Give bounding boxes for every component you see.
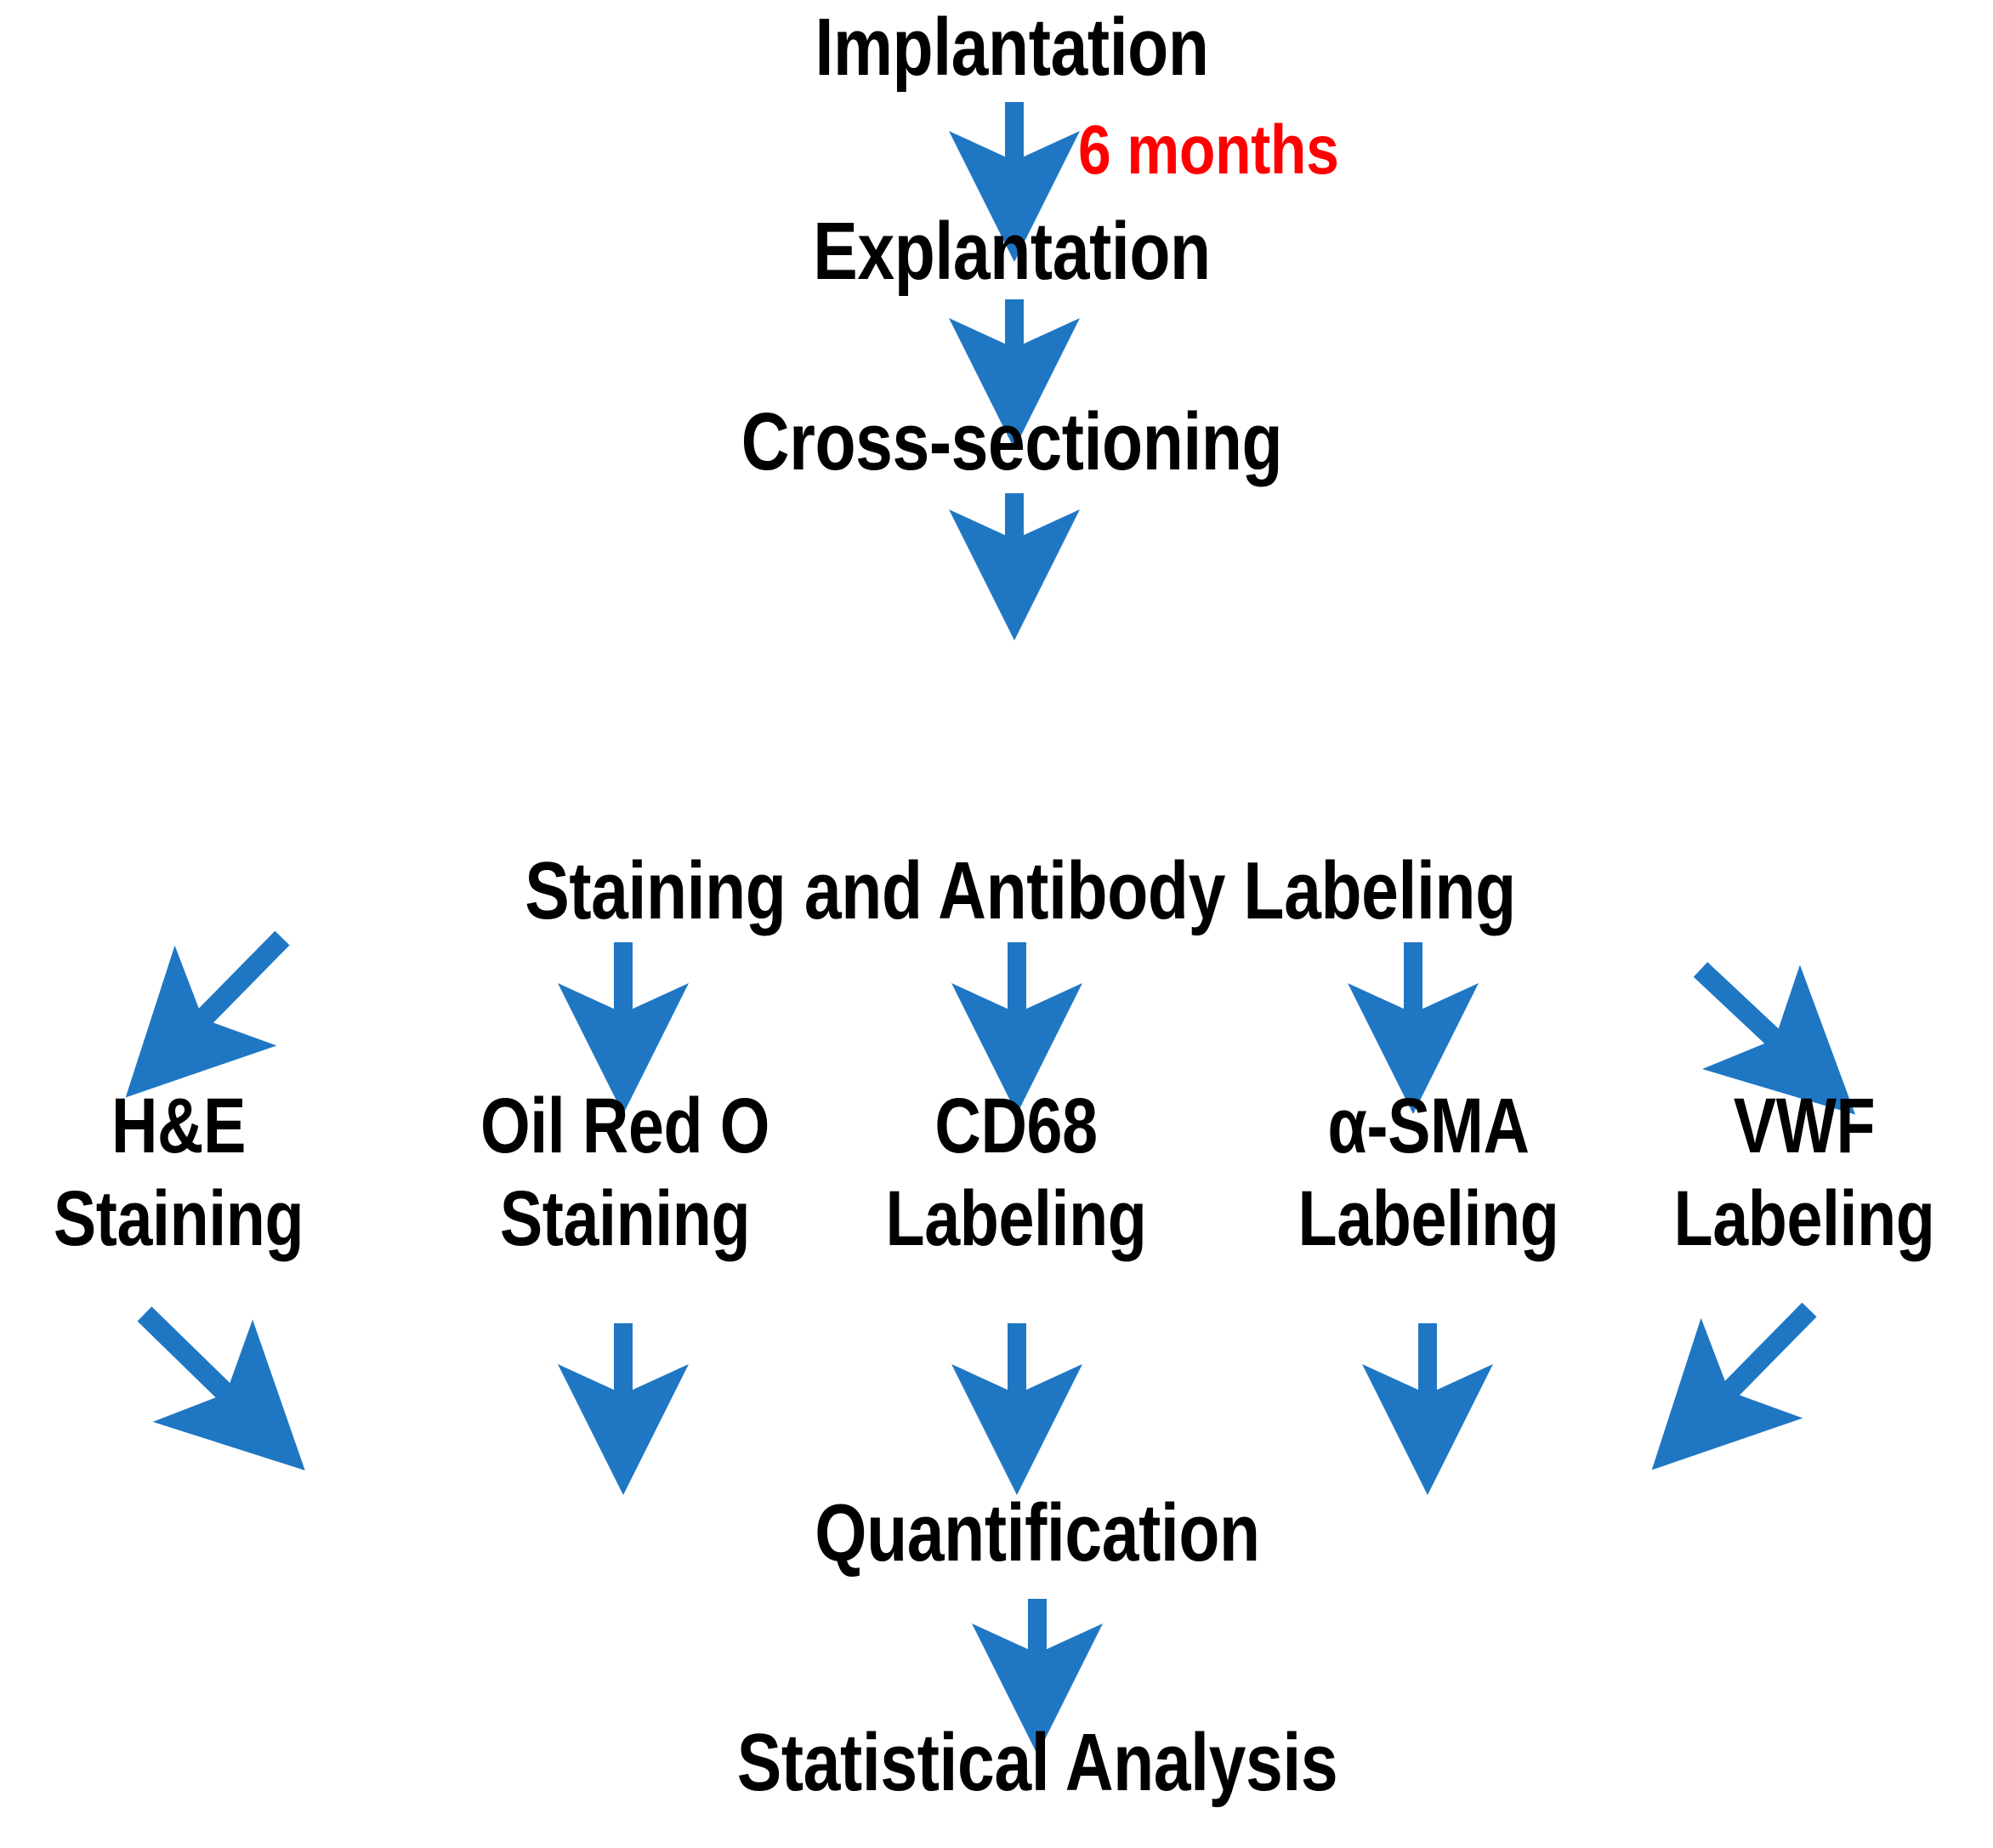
branch-cd68-labeling-line2: Labeling: [885, 1174, 1147, 1262]
branch-vwf-labeling-line1: VWF: [1733, 1083, 1876, 1169]
branch-he-staining-line1: H&E: [111, 1083, 247, 1169]
branch-vwf-labeling-line2: Labeling: [1673, 1174, 1935, 1262]
stage-explantation: Explantation: [813, 206, 1211, 297]
branch-oil-red-o-staining-line1: Oil Red O: [480, 1083, 770, 1169]
arrow-staining-to-vwf: [1693, 962, 1856, 1115]
stage-cross-sectioning: Cross-sectioning: [741, 396, 1283, 487]
branch-asma-labeling-line1: α-SMA: [1327, 1083, 1530, 1169]
branch-he-staining-line2: Staining: [53, 1174, 304, 1262]
branch-oil-red-o-staining-line2: Staining: [499, 1174, 751, 1262]
arrow-vwf-to-quantification: [1651, 1302, 1817, 1470]
branch-asma-labeling: α-SMA Labeling: [1244, 1080, 1614, 1265]
branch-asma-labeling-line2: Labeling: [1297, 1174, 1559, 1262]
branch-vwf-labeling: VWF Labeling: [1649, 1080, 1959, 1265]
arrow-he-to-quantification: [137, 1306, 305, 1471]
stage-implantation: Implantation: [815, 2, 1209, 93]
stage-staining-and-antibody-labeling: Staining and Antibody Labeling: [525, 845, 1516, 936]
branch-cd68-labeling: CD68 Labeling: [842, 1080, 1190, 1265]
duration-label: 6 months: [1078, 111, 1339, 189]
branch-oil-red-o-staining: Oil Red O Staining: [429, 1080, 820, 1265]
stage-quantification: Quantification: [815, 1487, 1260, 1578]
stage-statistical-analysis: Statistical Analysis: [736, 1717, 1338, 1808]
branch-cd68-labeling-line1: CD68: [934, 1083, 1098, 1169]
branch-he-staining: H&E Staining: [32, 1080, 325, 1265]
arrow-staining-to-he: [125, 930, 290, 1098]
